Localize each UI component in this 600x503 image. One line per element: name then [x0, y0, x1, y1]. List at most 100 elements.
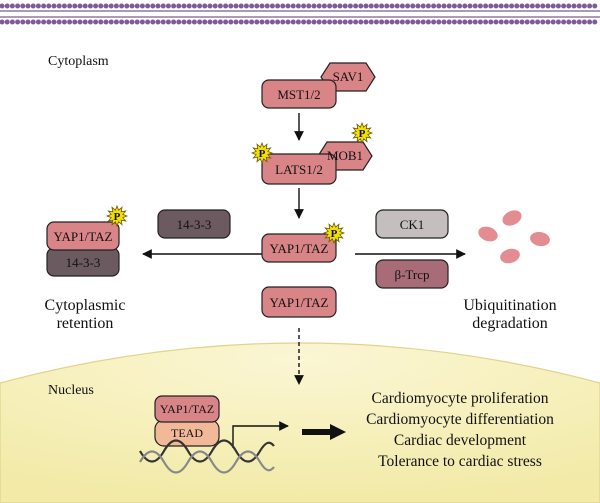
- lipid-head: [9, 19, 15, 25]
- lipid-head: [217, 3, 223, 9]
- yap-shape: [261, 286, 337, 318]
- lipid-head: [238, 3, 244, 9]
- lipid-head: [311, 19, 317, 25]
- lipid-head: [540, 19, 546, 25]
- lipid-head: [337, 19, 343, 25]
- lipid-head: [41, 19, 47, 25]
- lipid-head: [446, 19, 452, 25]
- lipid-head: [519, 19, 525, 25]
- lipid-head: [202, 3, 208, 9]
- lipid-head: [483, 19, 489, 25]
- phosphorylation-label: P: [359, 128, 366, 140]
- dna-helix: [139, 439, 275, 474]
- lipid-head: [233, 3, 239, 9]
- lipid-head: [41, 3, 47, 9]
- lipid-head: [295, 19, 301, 25]
- lipid-head: [20, 19, 26, 25]
- lipid-head: [108, 3, 114, 9]
- lipid-head: [446, 3, 452, 9]
- lipid-head: [269, 3, 275, 9]
- lipid-head: [145, 19, 151, 25]
- outcome-item: Cardiomyocyte differentiation: [366, 411, 554, 428]
- degradation-fragment: [530, 231, 550, 247]
- lipid-head: [150, 3, 156, 9]
- lipid-head: [93, 3, 99, 9]
- lipid-head: [0, 19, 5, 25]
- lipid-head: [535, 3, 541, 9]
- lipid-head: [254, 19, 260, 25]
- lipid-head: [524, 19, 530, 25]
- lipid-head: [498, 3, 504, 9]
- lipid-head: [399, 19, 405, 25]
- lipid-head: [545, 19, 551, 25]
- protein-1433-bound-label: 14-3-3: [65, 255, 101, 270]
- lipid-head: [571, 19, 577, 25]
- lipid-head: [462, 3, 468, 9]
- lipid-head: [316, 3, 322, 9]
- lipid-head: [306, 19, 312, 25]
- sav1-label: SAV1: [332, 69, 364, 84]
- lipid-head: [249, 3, 255, 9]
- nuclear-yap-label: YAP1/TAZ: [159, 402, 215, 416]
- lipid-head: [311, 3, 317, 9]
- lipid-head: [254, 3, 260, 9]
- lipid-head: [389, 3, 395, 9]
- lipid-head: [431, 19, 437, 25]
- lats-shape: [261, 153, 337, 185]
- lipid-head: [425, 3, 431, 9]
- phosphorylation-label: P: [331, 228, 338, 240]
- lipid-head: [332, 19, 338, 25]
- lipid-head: [129, 19, 135, 25]
- lipid-head: [576, 3, 582, 9]
- lipid-head: [9, 3, 15, 9]
- lipid-head: [587, 3, 593, 9]
- transcription-start-arrow: [232, 421, 289, 448]
- lipid-head: [555, 3, 561, 9]
- degradation-caption: Ubiquitination degradation: [450, 297, 570, 334]
- phosphorylation-star: [322, 221, 346, 245]
- lipid-head: [327, 3, 333, 9]
- degradation-caption-line1: Ubiquitination: [463, 297, 557, 314]
- lipid-head: [368, 19, 374, 25]
- lipid-head: [124, 3, 130, 9]
- yap-label: YAP1/TAZ: [269, 295, 329, 310]
- lipid-head: [363, 19, 369, 25]
- lipid-head: [176, 3, 182, 9]
- lipid-head: [113, 3, 119, 9]
- lipid-head: [25, 19, 31, 25]
- yap-bound-shape: [46, 221, 120, 251]
- lipid-head: [379, 19, 385, 25]
- lipid-head: [108, 19, 114, 25]
- lipid-head: [4, 19, 10, 25]
- lipid-head: [155, 3, 161, 9]
- lipid-head: [509, 3, 515, 9]
- lipid-head: [67, 3, 73, 9]
- lipid-head: [4, 3, 10, 9]
- lipid-head: [467, 19, 473, 25]
- lipid-head: [550, 19, 556, 25]
- lipid-head: [295, 3, 301, 9]
- lipid-head: [477, 19, 483, 25]
- lipid-head: [405, 3, 411, 9]
- lipid-head: [306, 3, 312, 9]
- lipid-head: [316, 19, 322, 25]
- lipid-head: [160, 19, 166, 25]
- lipid-head: [15, 3, 21, 9]
- lipid-head: [191, 3, 197, 9]
- lipid-head: [571, 3, 577, 9]
- cell-membrane: [0, 0, 600, 28]
- lipid-head: [483, 3, 489, 9]
- lipid-head: [301, 3, 307, 9]
- nuclear-yap-shape: [154, 395, 220, 423]
- lipid-head: [134, 3, 140, 9]
- lipid-head: [373, 19, 379, 25]
- ck1-label: CK1: [399, 217, 425, 232]
- lipid-head: [134, 19, 140, 25]
- lipid-head: [462, 19, 468, 25]
- lipid-head: [488, 3, 494, 9]
- degradation-fragment: [478, 226, 498, 242]
- lipid-head: [399, 3, 405, 9]
- btrcp-shape: [375, 259, 449, 289]
- lipid-head: [103, 19, 109, 25]
